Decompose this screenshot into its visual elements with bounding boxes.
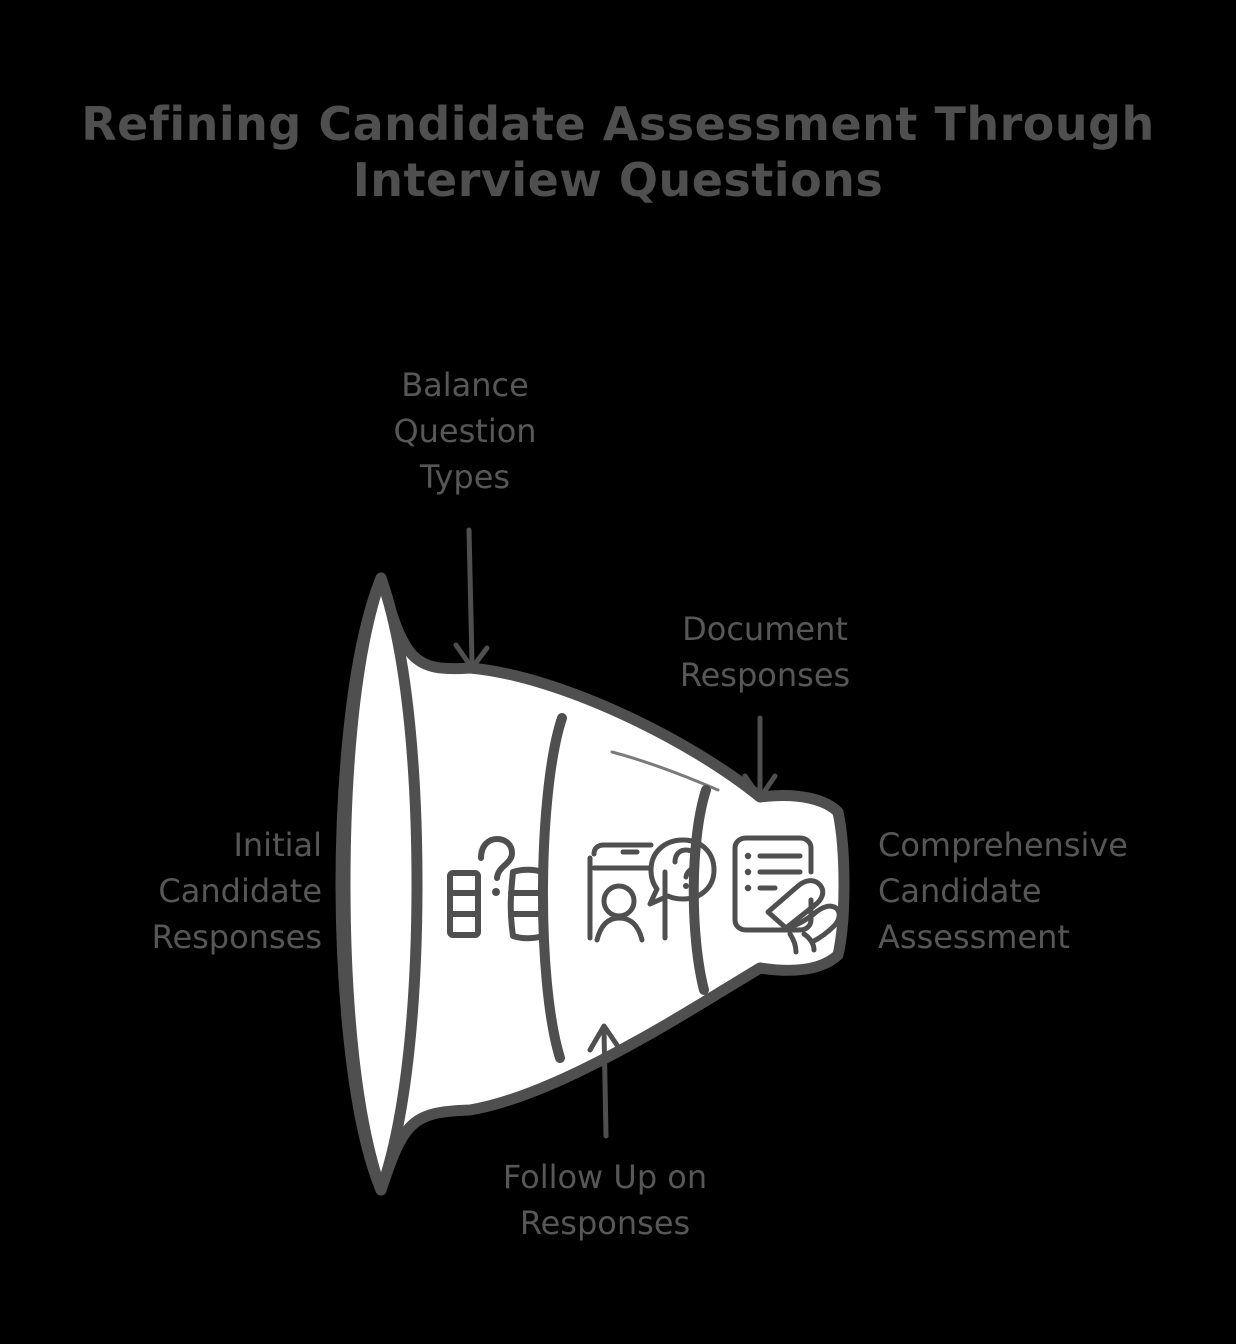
- funnel-output-label: Comprehensive Candidate Assessment: [878, 826, 1128, 956]
- arrow-follow-up-on-responses: [587, 1023, 622, 1139]
- arrow-balance-question-types: [453, 527, 490, 671]
- two-bar-charts-with-question-mark-icon: [447, 836, 548, 942]
- callout-arrows: [453, 527, 778, 1139]
- callout-label-document-responses: Document Responses: [679, 610, 851, 694]
- hand-writing-on-checklist-icon: [732, 835, 842, 955]
- funnel-mouth-ellipse: [339, 572, 423, 1196]
- person-with-question-speech-bubble-icon: [587, 837, 717, 943]
- arrow-document-responses: [742, 715, 778, 801]
- page-title: Refining Candidate Assessment Through In…: [81, 97, 1155, 207]
- callout-label-balance-question-types: Balance Question Types: [393, 366, 537, 496]
- funnel-top-highlight: [610, 750, 720, 792]
- funnel-divider-2: [688, 785, 711, 995]
- callout-label-follow-up-on-responses: Follow Up on Responses: [502, 1158, 708, 1242]
- funnel-input-label: Initial Candidate Responses: [151, 826, 322, 956]
